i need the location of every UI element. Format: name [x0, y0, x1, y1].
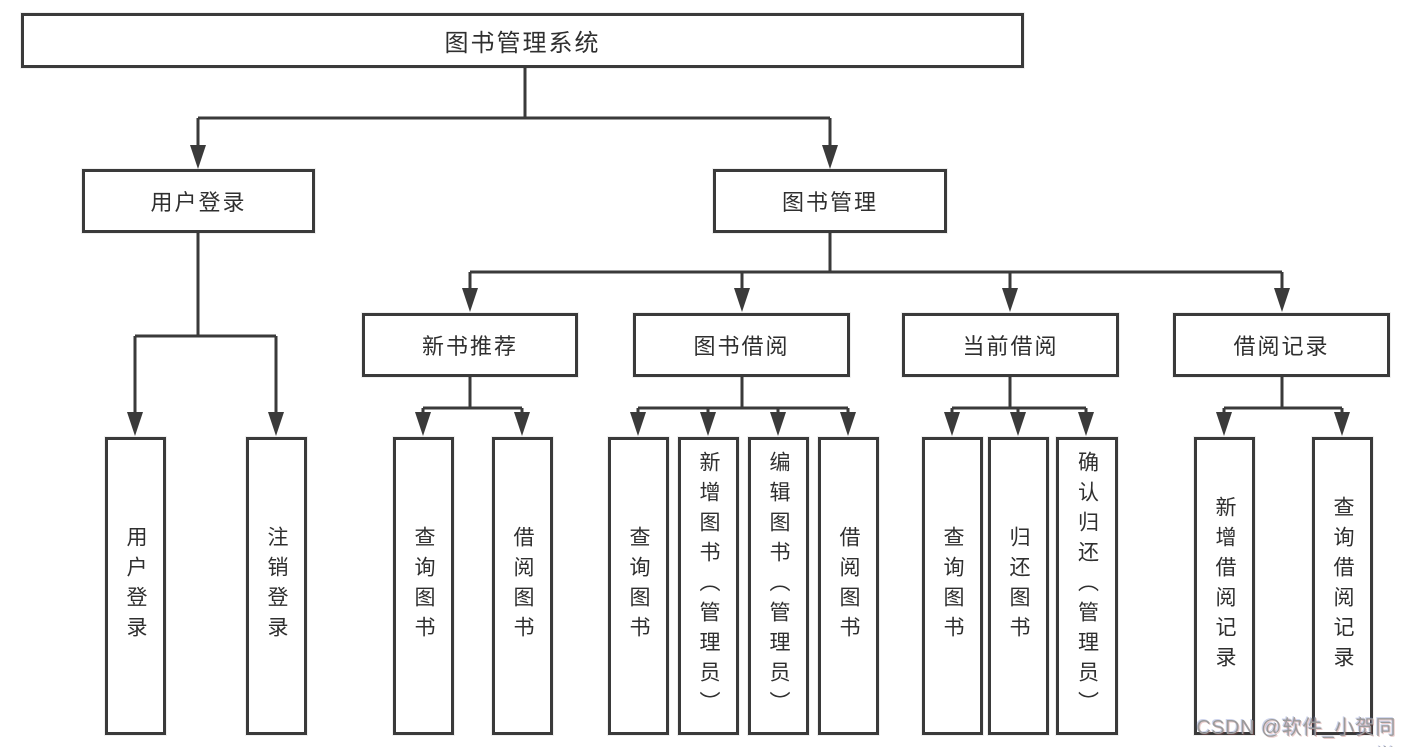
leaf-borrow-book-recommend: 借阅图书: [492, 437, 553, 735]
node-borrow-records-label: 借阅记录: [1233, 334, 1330, 359]
leaf-borrow-book-recommend-label: 借阅图书: [511, 526, 534, 646]
node-new-book-recommend-label: 新书推荐: [421, 334, 518, 359]
leaf-user-login: 用户登录: [105, 437, 166, 735]
leaf-add-borrow-record: 新增借阅记录: [1194, 437, 1255, 735]
node-current-borrow-label: 当前借阅: [962, 334, 1059, 359]
leaf-return-book: 归还图书: [988, 437, 1049, 735]
leaf-return-book-label: 归还图书: [1007, 526, 1030, 646]
leaf-query-book-recommend-label: 查询图书: [412, 526, 435, 646]
arrowheads: [127, 145, 1350, 436]
leaf-borrow-book-label: 借阅图书: [837, 526, 860, 646]
leaf-add-borrow-record-label: 新增借阅记录: [1213, 496, 1236, 676]
leaf-query-book-current-label: 查询图书: [941, 526, 964, 646]
leaf-query-book-borrow-label: 查询图书: [627, 526, 650, 646]
leaf-query-borrow-record-label: 查询借阅记录: [1331, 496, 1354, 676]
node-book-borrow-label: 图书借阅: [693, 334, 790, 359]
node-borrow-records: 借阅记录: [1173, 313, 1390, 377]
leaf-query-book-current: 查询图书: [922, 437, 983, 735]
leaf-add-book-admin-label: 新增图书（管理员）: [697, 451, 720, 721]
leaf-borrow-book: 借阅图书: [818, 437, 879, 735]
leaf-edit-book-admin: 编辑图书（管理员）: [748, 437, 809, 735]
node-user-login: 用户登录: [82, 169, 315, 233]
leaf-add-book-admin: 新增图书（管理员）: [678, 437, 739, 735]
leaf-user-login-label: 用户登录: [124, 526, 147, 646]
node-book-borrow: 图书借阅: [633, 313, 850, 377]
leaf-confirm-return-admin: 确认归还（管理员）: [1056, 437, 1118, 735]
node-user-login-label: 用户登录: [150, 190, 247, 215]
node-new-book-recommend: 新书推荐: [362, 313, 578, 377]
leaf-query-book-borrow: 查询图书: [608, 437, 669, 735]
leaf-query-book-recommend: 查询图书: [393, 437, 454, 735]
leaf-logout: 注销登录: [246, 437, 307, 735]
leaf-logout-label: 注销登录: [265, 526, 288, 646]
node-current-borrow: 当前借阅: [902, 313, 1119, 377]
node-system-root: 图书管理系统: [21, 13, 1024, 68]
connector-lines: [133, 68, 1344, 416]
leaf-edit-book-admin-label: 编辑图书（管理员）: [767, 451, 790, 721]
node-system-root-label: 图书管理系统: [444, 30, 601, 57]
watermark: CSDN @软件_小贺同学: [1196, 717, 1396, 747]
leaf-query-borrow-record: 查询借阅记录: [1312, 437, 1373, 735]
leaf-confirm-return-admin-label: 确认归还（管理员）: [1075, 451, 1099, 721]
node-book-management: 图书管理: [713, 169, 947, 233]
node-book-management-label: 图书管理: [781, 190, 878, 215]
